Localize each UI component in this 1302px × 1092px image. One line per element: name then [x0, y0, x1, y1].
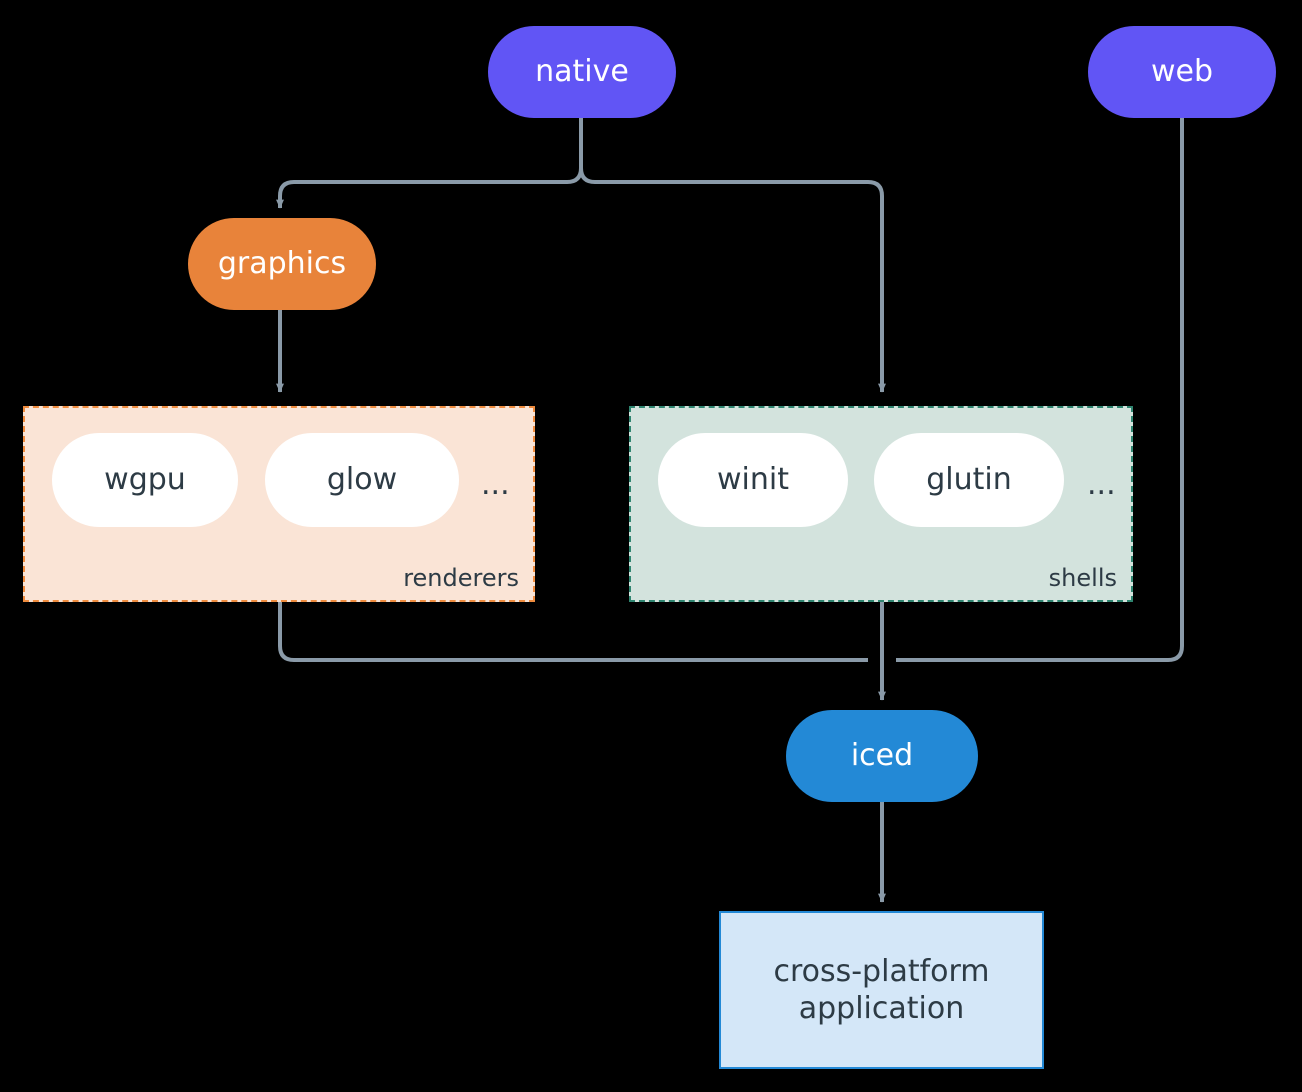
- member-winit-label: winit: [717, 462, 789, 498]
- node-iced[interactable]: iced: [786, 710, 978, 802]
- renderers-overflow-ellipsis: ...: [481, 467, 510, 502]
- member-winit[interactable]: winit: [658, 433, 848, 527]
- group-shells-label: shells: [1048, 564, 1117, 592]
- node-application-line2: application: [798, 991, 965, 1026]
- shells-overflow-ellipsis: ...: [1087, 467, 1116, 502]
- node-web-label: web: [1150, 54, 1214, 90]
- node-native[interactable]: native: [488, 26, 676, 118]
- member-glutin[interactable]: glutin: [874, 433, 1064, 527]
- member-wgpu-label: wgpu: [104, 462, 186, 498]
- member-glow-label: glow: [326, 462, 398, 498]
- member-glow[interactable]: glow: [265, 433, 459, 527]
- node-native-label: native: [535, 54, 629, 90]
- node-graphics[interactable]: graphics: [188, 218, 376, 310]
- member-glutin-label: glutin: [926, 462, 1012, 498]
- member-wgpu[interactable]: wgpu: [52, 433, 238, 527]
- edge-native-stem: [276, 116, 583, 209]
- node-application-line1: cross-platform: [773, 953, 990, 989]
- group-shells: winit glutin ... shells: [629, 406, 1133, 602]
- node-application[interactable]: cross-platform application: [719, 911, 1044, 1069]
- node-web[interactable]: web: [1088, 26, 1276, 118]
- group-renderers-label: renderers: [403, 564, 519, 592]
- node-graphics-label: graphics: [217, 246, 347, 282]
- group-renderers: wgpu glow ... renderers: [23, 406, 535, 602]
- edge-native-to-shells: [579, 167, 886, 393]
- edge-renderers-to-iced: [278, 602, 868, 662]
- node-iced-label: iced: [850, 738, 914, 774]
